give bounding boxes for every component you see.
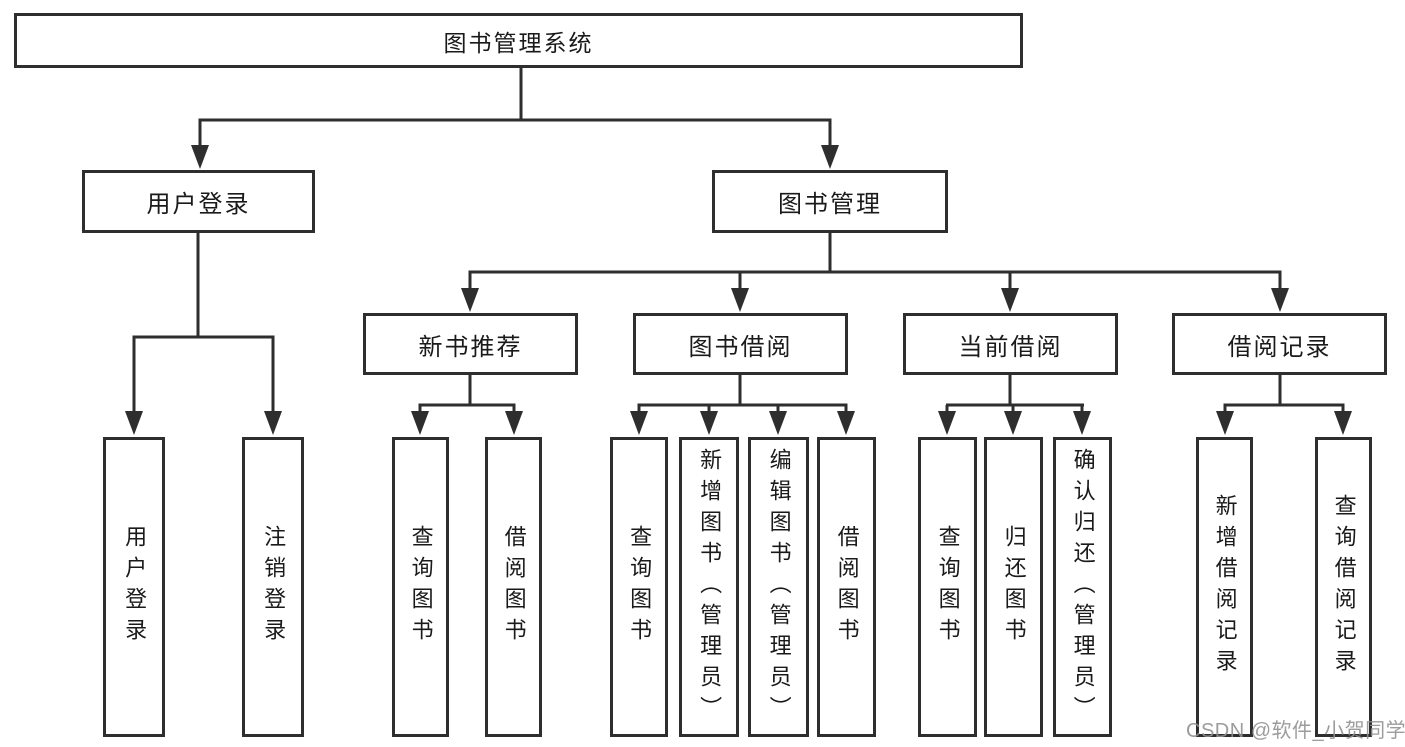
leaf-logout-label: 注销登录 [261,525,287,649]
node-new-book-recommend-label: 新书推荐 [418,333,523,361]
node-borrowing-records: 借阅记录 [1172,313,1387,375]
leaf-query-borrow-record: 查询借阅记录 [1315,437,1372,737]
leaf-query-book-recommend-label: 查询图书 [408,525,434,649]
leaf-borrow-book-recommend: 借阅图书 [485,437,542,737]
node-current-borrowing: 当前借阅 [903,313,1118,375]
leaf-return-book: 归还图书 [984,437,1043,737]
leaf-borrow-book: 借阅图书 [817,437,876,737]
leaf-query-book-current-label: 查询图书 [935,525,961,649]
node-root-label: 图书管理系统 [443,29,594,56]
leaf-query-book-borrow-label: 查询图书 [627,525,653,649]
node-user-login: 用户登录 [82,170,315,233]
leaf-confirm-return-admin-label: 确认归还（管理员） [1070,447,1096,727]
node-book-management-label: 图书管理 [778,191,882,218]
leaf-confirm-return-admin: 确认归还（管理员） [1053,437,1112,737]
leaf-add-book-admin: 新增图书（管理员） [679,437,739,737]
leaf-add-borrow-record: 新增借阅记录 [1196,437,1253,737]
node-book-borrowing: 图书借阅 [633,313,848,375]
leaf-return-book-label: 归还图书 [1001,525,1027,649]
leaf-add-book-admin-label: 新增图书（管理员） [697,447,723,727]
leaf-query-book-recommend: 查询图书 [392,437,449,737]
leaf-query-book-current: 查询图书 [918,437,977,737]
leaf-query-borrow-record-label: 查询借阅记录 [1331,494,1357,680]
leaf-edit-book-admin: 编辑图书（管理员） [748,437,809,737]
leaf-user-login-label: 用户登录 [122,525,148,649]
leaf-query-book-borrow: 查询图书 [610,437,668,737]
leaf-borrow-book-recommend-label: 借阅图书 [501,525,527,649]
node-book-management: 图书管理 [712,170,948,233]
leaf-borrow-book-label: 借阅图书 [834,525,860,649]
leaf-add-borrow-record-label: 新增借阅记录 [1212,494,1238,680]
csdn-watermark: CSDN @软件_小贺同学 [1186,720,1405,742]
leaf-logout: 注销登录 [242,437,304,737]
node-book-borrowing-label: 图书借阅 [688,333,793,361]
node-user-login-label: 用户登录 [146,191,251,218]
leaf-user-login: 用户登录 [103,437,165,737]
node-new-book-recommend: 新书推荐 [363,313,578,375]
node-borrowing-records-label: 借阅记录 [1227,333,1332,361]
leaf-edit-book-admin-label: 编辑图书（管理员） [766,447,792,727]
node-current-borrowing-label: 当前借阅 [958,333,1063,361]
node-root: 图书管理系统 [14,13,1023,68]
